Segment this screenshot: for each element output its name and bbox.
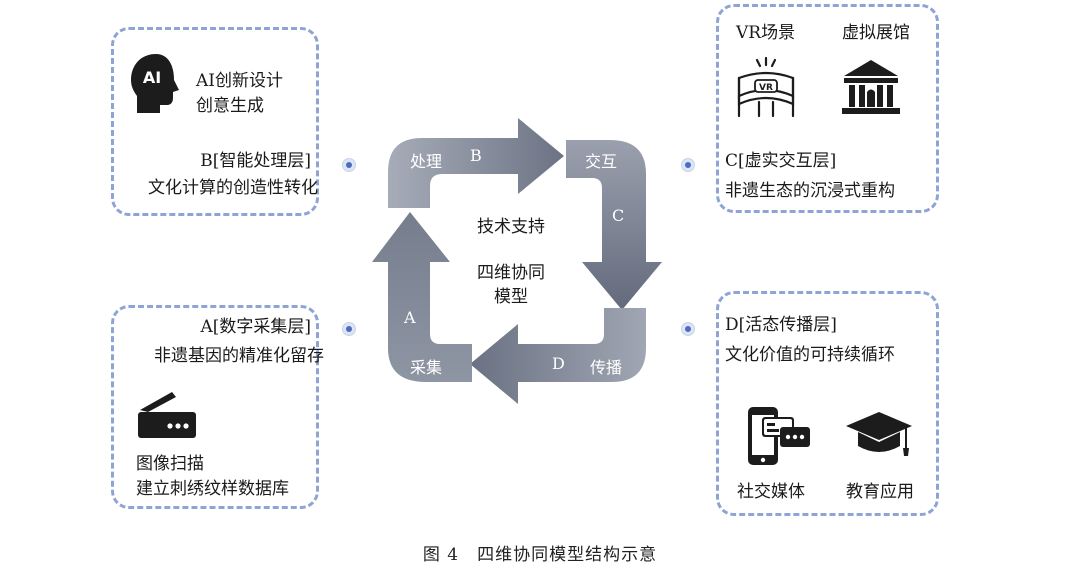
layer-c-desc: 非遗生态的沉浸式重构 <box>725 181 895 201</box>
scanner-icon <box>138 392 196 438</box>
center-model-line2: 模型 <box>494 287 528 307</box>
layer-d-title: D[活态传播层] <box>725 315 837 335</box>
arrow-interact-c <box>566 140 662 310</box>
arrow-process-b <box>388 118 564 208</box>
cycle-label-c: C <box>612 206 625 225</box>
center-model-line1: 四维协同 <box>477 263 545 283</box>
connector-dot-a <box>342 322 356 336</box>
vr-headset-icon: VR <box>737 56 795 118</box>
cycle-label-b: B <box>470 146 482 165</box>
layer-b-title: B[智能处理层] <box>200 151 311 171</box>
layer-a-line2: 建立刺绣纹样数据库 <box>136 479 289 499</box>
museum-building-icon <box>842 60 900 114</box>
layer-b-line2: 创意生成 <box>196 96 264 116</box>
ai-badge-text: AI <box>143 68 161 87</box>
layer-a-desc: 非遗基因的精准化留存 <box>154 346 324 366</box>
cycle-label-collect: 采集 <box>410 358 443 377</box>
layer-c-title: C[虚实交互层] <box>725 151 837 171</box>
layer-b-line1: AI创新设计 <box>196 71 283 91</box>
connector-dot-c <box>681 158 695 172</box>
cycle-label-spread: 传播 <box>590 358 623 377</box>
layer-b-desc: 文化计算的创造性转化 <box>148 178 318 198</box>
cycle-arrows <box>372 118 662 404</box>
panel-living-dissemination <box>716 291 939 516</box>
center-tech-support: 技术支持 <box>477 217 545 237</box>
panel-intelligent-processing <box>111 27 319 216</box>
virtual-museum-label: 虚拟展馆 <box>842 23 910 43</box>
graduation-cap-icon <box>846 412 912 456</box>
cycle-label-d: D <box>552 354 565 373</box>
panel-digital-collection <box>111 305 319 509</box>
figure-caption: 图 4 四维协同模型结构示意 <box>422 545 658 565</box>
arrow-spread-d <box>470 308 646 404</box>
layer-d-desc: 文化价值的可持续循环 <box>725 345 895 365</box>
education-app-label: 教育应用 <box>846 482 914 502</box>
vr-badge-text: VR <box>759 83 773 93</box>
social-media-label: 社交媒体 <box>737 482 805 502</box>
arrow-collect-a <box>372 212 472 382</box>
vr-scene-label: VR场景 <box>736 23 796 43</box>
social-media-phone-icon <box>748 407 810 465</box>
cycle-label-interact: 交互 <box>585 152 618 171</box>
layer-a-line1: 图像扫描 <box>136 454 204 474</box>
ai-head-icon: AI <box>131 54 179 113</box>
panel-virtual-interaction <box>716 4 939 213</box>
cycle-label-a: A <box>404 308 416 327</box>
cycle-label-process: 处理 <box>410 152 443 171</box>
connector-dot-d <box>681 322 695 336</box>
layer-a-title: A[数字采集层] <box>200 317 311 337</box>
connector-dot-b <box>342 158 356 172</box>
